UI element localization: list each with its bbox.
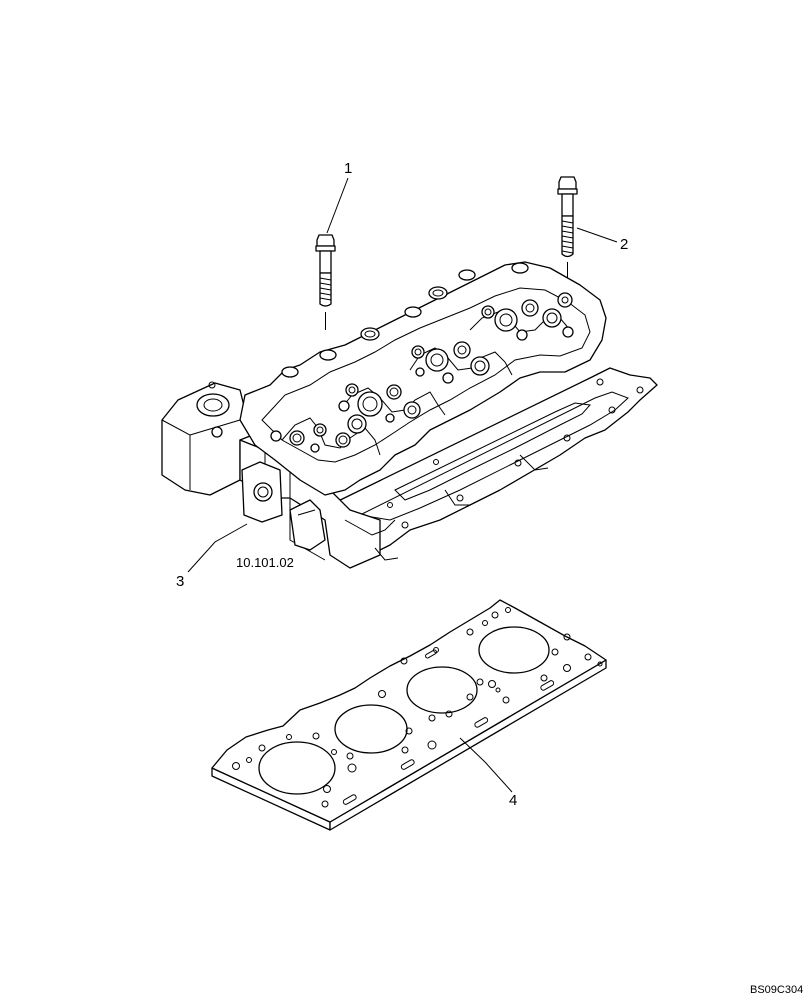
leader-lines bbox=[187, 177, 618, 793]
callout-3: 3 bbox=[176, 573, 184, 590]
callout-1: 1 bbox=[344, 160, 352, 177]
bolt-2[interactable] bbox=[557, 176, 578, 283]
reference-code: 10.101.02 bbox=[236, 555, 294, 570]
bolt-1[interactable] bbox=[315, 234, 336, 330]
head-gasket[interactable] bbox=[211, 599, 607, 831]
drawing-code: BS09C304 bbox=[750, 984, 803, 996]
cylinder-head[interactable] bbox=[161, 261, 658, 569]
callout-4: 4 bbox=[509, 792, 517, 809]
callout-2: 2 bbox=[620, 236, 628, 253]
